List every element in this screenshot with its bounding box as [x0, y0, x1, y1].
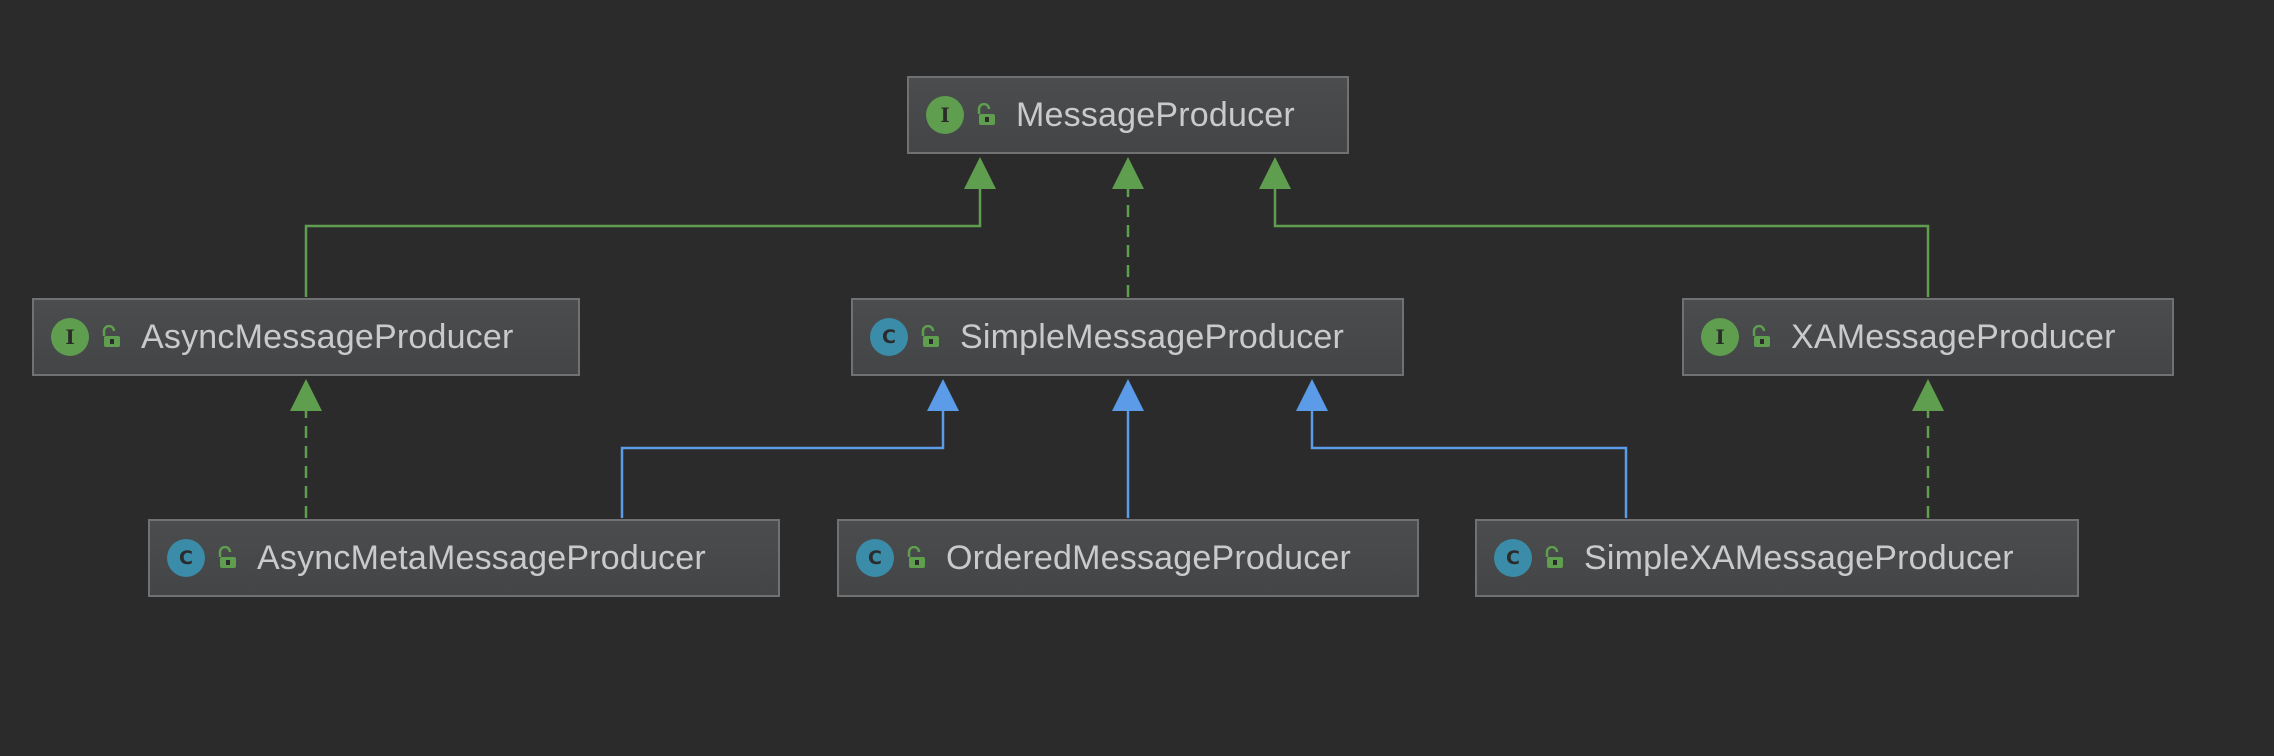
edge-async-to-messageproducer	[304, 157, 996, 297]
edge-simplexa-to-xa	[1912, 379, 1944, 518]
edge-xa-to-messageproducer	[1259, 157, 1930, 297]
public-unlock-icon	[918, 324, 944, 350]
node-label: MessageProducer	[1016, 95, 1295, 134]
node-xa-message-producer[interactable]: I XAMessageProducer	[1682, 298, 2174, 376]
interface-badge-icon: I	[1701, 318, 1739, 356]
node-label: AsyncMessageProducer	[141, 317, 514, 356]
node-label: SimpleXAMessageProducer	[1584, 538, 2014, 577]
interface-badge-icon: I	[51, 318, 89, 356]
node-label: XAMessageProducer	[1791, 317, 2116, 356]
node-async-meta-message-producer[interactable]: C AsyncMetaMessageProducer	[148, 519, 780, 597]
public-unlock-icon	[99, 324, 125, 350]
interface-badge-icon: I	[926, 96, 964, 134]
class-badge-icon: C	[856, 539, 894, 577]
node-message-producer[interactable]: I MessageProducer	[907, 76, 1349, 154]
edge-simple-to-messageproducer	[1112, 157, 1144, 297]
node-async-message-producer[interactable]: I AsyncMessageProducer	[32, 298, 580, 376]
public-unlock-icon	[1749, 324, 1775, 350]
public-unlock-icon	[904, 545, 930, 571]
class-badge-icon: C	[870, 318, 908, 356]
edge-simplexa-to-simple	[1296, 379, 1628, 518]
node-ordered-message-producer[interactable]: C OrderedMessageProducer	[837, 519, 1419, 597]
node-label: SimpleMessageProducer	[960, 317, 1345, 356]
edge-asyncmeta-to-simple	[620, 379, 959, 518]
edge-asyncmeta-to-async	[290, 379, 322, 518]
node-simple-xa-message-producer[interactable]: C SimpleXAMessageProducer	[1475, 519, 2079, 597]
public-unlock-icon	[215, 545, 241, 571]
node-label: OrderedMessageProducer	[946, 538, 1352, 577]
public-unlock-icon	[974, 102, 1000, 128]
public-unlock-icon	[1542, 545, 1568, 571]
node-simple-message-producer[interactable]: C SimpleMessageProducer	[851, 298, 1404, 376]
node-label: AsyncMetaMessageProducer	[257, 538, 706, 577]
class-badge-icon: C	[167, 539, 205, 577]
class-badge-icon: C	[1494, 539, 1532, 577]
edge-ordered-to-simple	[1112, 379, 1144, 518]
